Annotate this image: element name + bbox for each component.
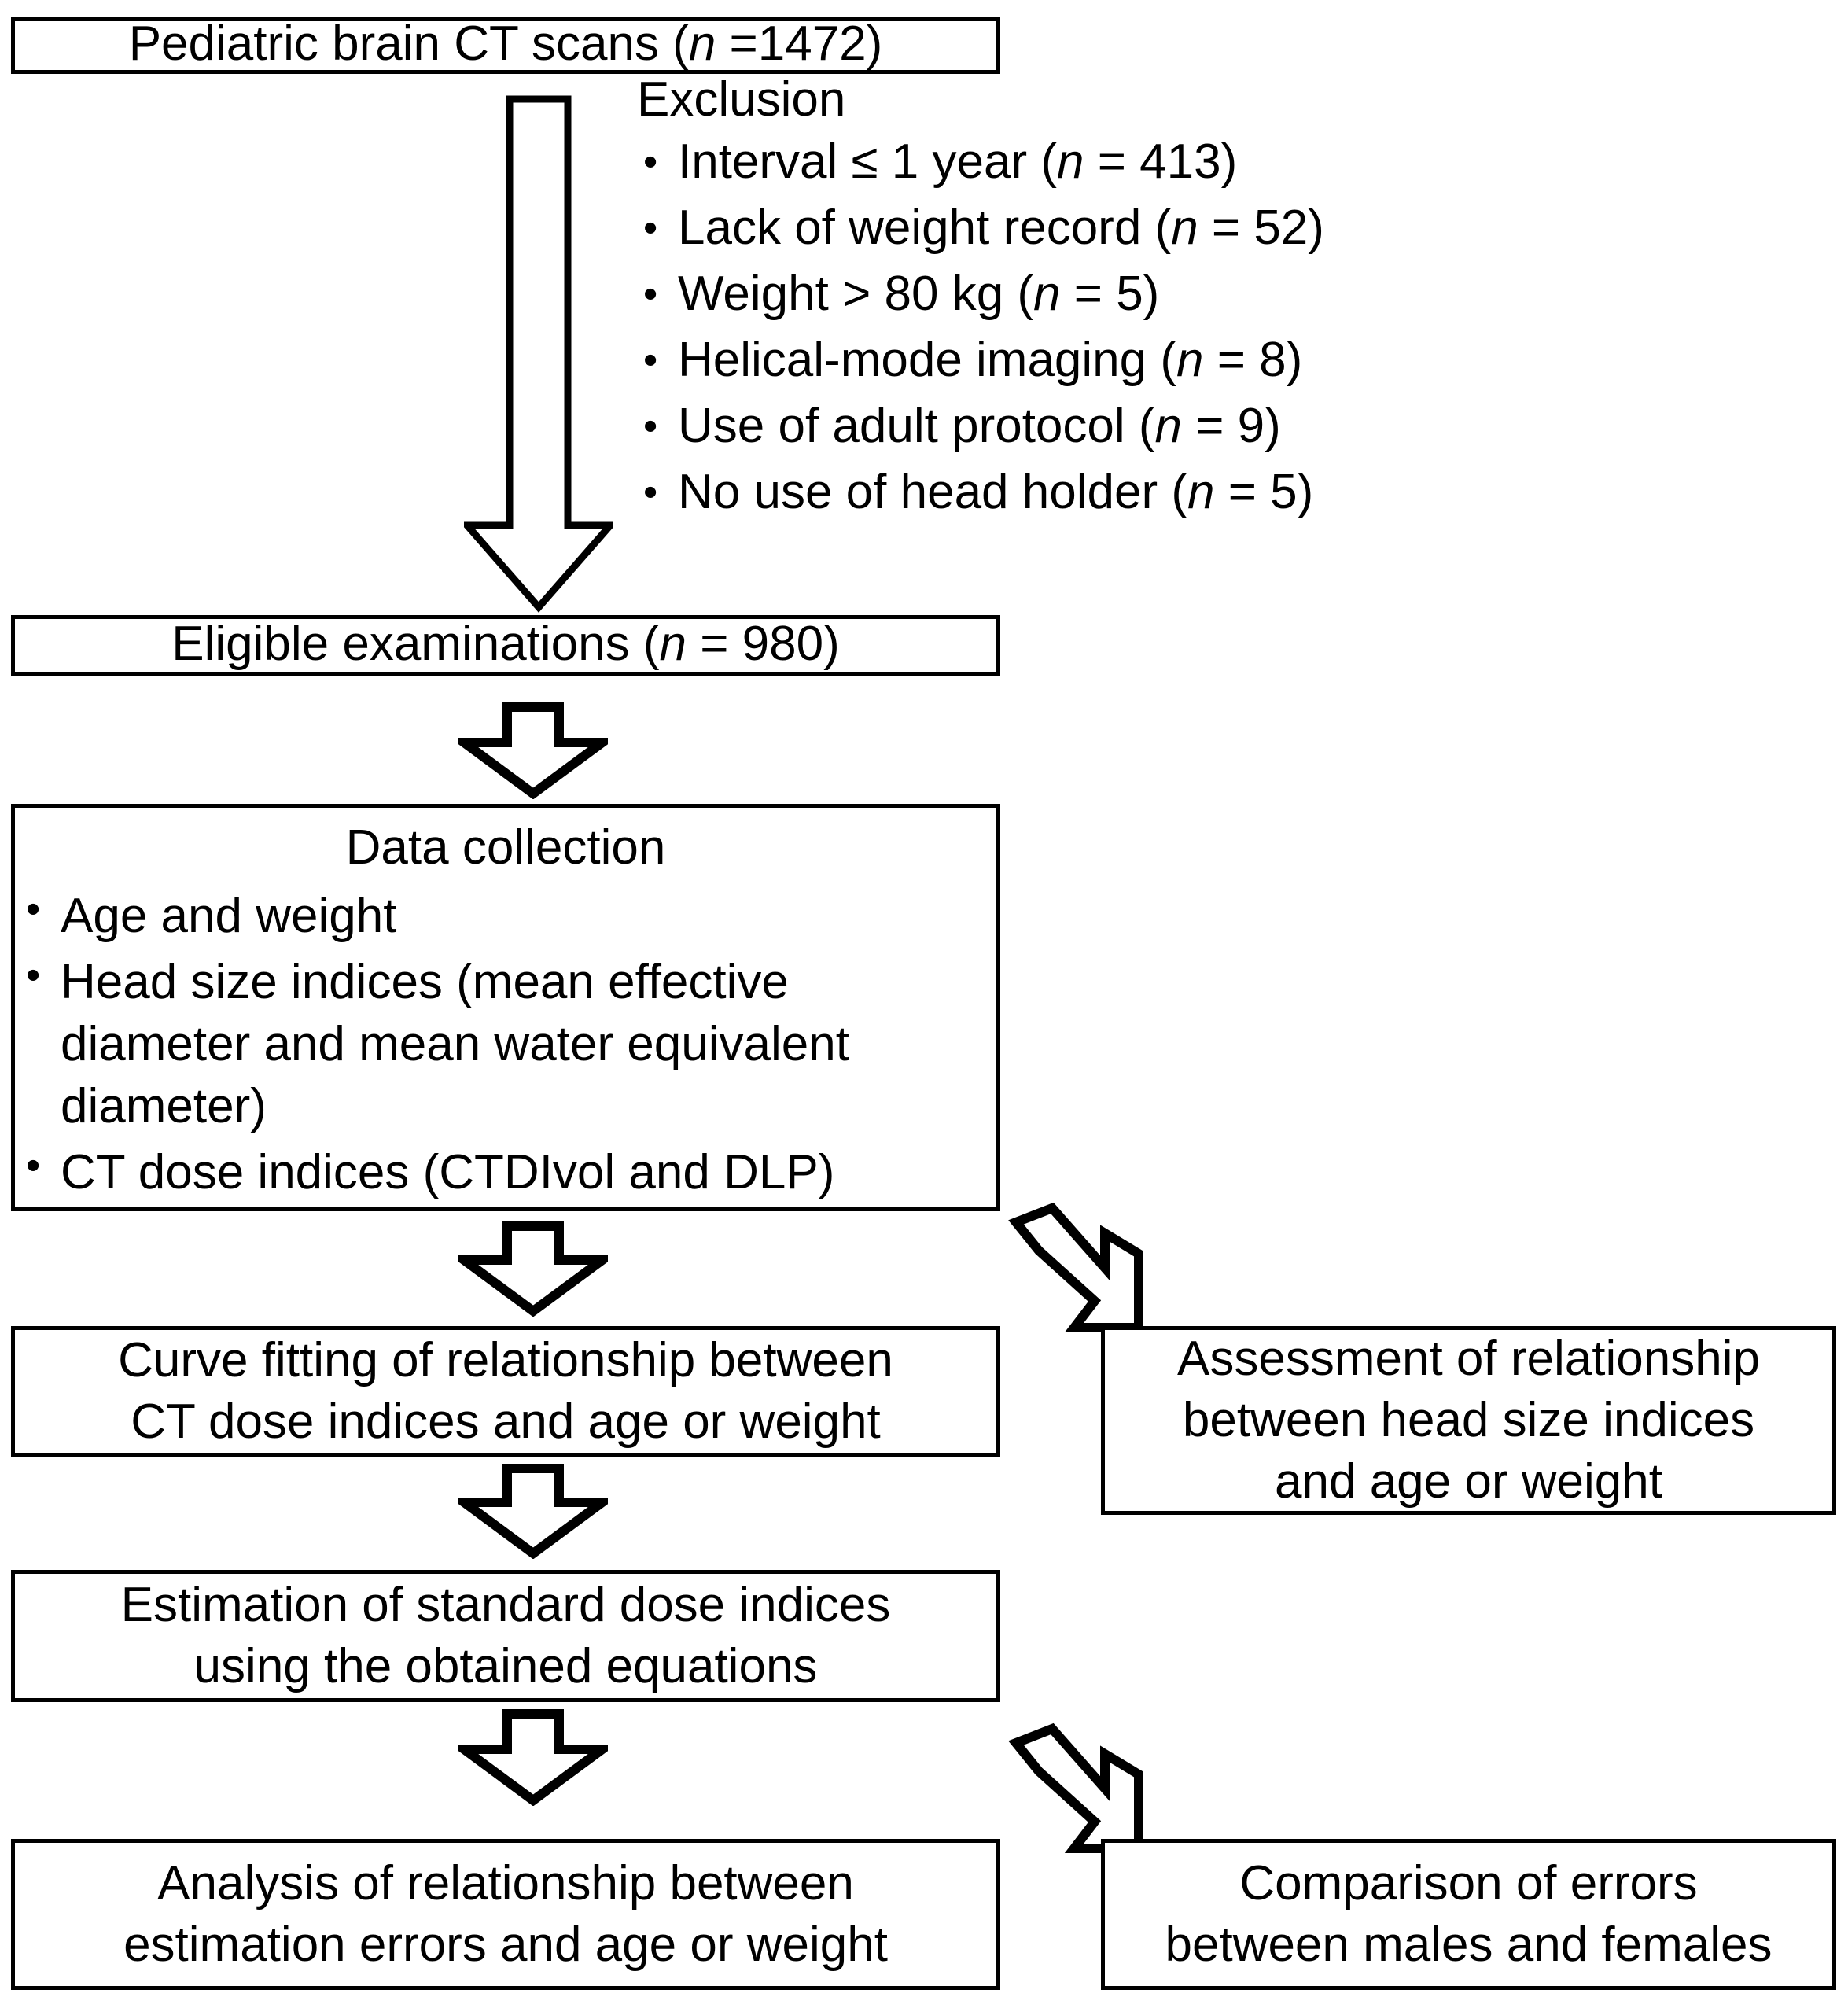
edge-curve-fitting-to-estimation bbox=[458, 1463, 608, 1559]
node-curve-fitting-line1: Curve fitting of relationship between bbox=[118, 1332, 893, 1387]
node-source[interactable]: Pediatric brain CT scans (n =1472) bbox=[11, 17, 1000, 74]
down-arrow-icon bbox=[458, 702, 608, 799]
node-comparison[interactable]: Comparison of errors between males and f… bbox=[1101, 1839, 1836, 1990]
node-source-label: Pediatric brain CT scans (n =1472) bbox=[15, 14, 996, 74]
node-error-analysis-line1: Analysis of relationship between bbox=[157, 1855, 854, 1910]
node-error-analysis[interactable]: Analysis of relationship between estimat… bbox=[11, 1839, 1000, 1990]
node-error-analysis-line2: estimation errors and age or weight bbox=[123, 1918, 888, 1972]
exclusion-item: No use of head holder (n = 5) bbox=[637, 459, 1738, 525]
down-arrow-icon bbox=[458, 1464, 608, 1559]
list-item: Head size indices (mean effective diamet… bbox=[15, 949, 996, 1138]
node-estimation[interactable]: Estimation of standard dose indices usin… bbox=[11, 1570, 1000, 1702]
edge-estimation-to-comparison bbox=[992, 1722, 1150, 1876]
down-arrow-icon bbox=[464, 95, 613, 613]
node-eligible-label-prefix: Eligible examinations ( bbox=[171, 617, 660, 672]
exclusion-list: Exclusion Interval ≤ 1 year (n = 413) La… bbox=[637, 72, 1738, 526]
exclusion-item: Interval ≤ 1 year (n = 413) bbox=[637, 129, 1738, 195]
list-item: CT dose indices (CTDIvol and DLP) bbox=[15, 1140, 996, 1203]
node-assessment-line1: Assessment of relationship bbox=[1177, 1331, 1760, 1386]
exclusion-item: Use of adult protocol (n = 9) bbox=[637, 393, 1738, 459]
node-eligible-label: Eligible examinations (n = 980) bbox=[15, 614, 996, 674]
node-assessment[interactable]: Assessment of relationship between head … bbox=[1101, 1326, 1836, 1515]
node-comparison-line2: between males and females bbox=[1165, 1918, 1773, 1972]
edge-eligible-to-data-collection bbox=[458, 702, 608, 799]
down-right-arrow-icon bbox=[1008, 1202, 1143, 1332]
node-source-label-var: n bbox=[688, 17, 716, 72]
node-source-label-prefix: Pediatric brain CT scans ( bbox=[128, 17, 689, 72]
node-curve-fitting-line2: CT dose indices and age or weight bbox=[131, 1395, 881, 1449]
exclusion-items: Interval ≤ 1 year (n = 413) Lack of weig… bbox=[637, 129, 1738, 525]
node-eligible[interactable]: Eligible examinations (n = 980) bbox=[11, 615, 1000, 676]
down-arrow-icon bbox=[458, 1709, 608, 1806]
exclusion-item: Helical-mode imaging (n = 8) bbox=[637, 327, 1738, 393]
exclusion-item: Weight > 80 kg (n = 5) bbox=[637, 261, 1738, 327]
data-collection-items: Age and weight Head size indices (mean e… bbox=[15, 883, 996, 1207]
node-eligible-label-var: n bbox=[659, 617, 687, 672]
node-estimation-line1: Estimation of standard dose indices bbox=[120, 1577, 891, 1632]
edge-estimation-to-error-analysis bbox=[458, 1708, 608, 1806]
node-estimation-line2: using the obtained equations bbox=[193, 1639, 818, 1693]
exclusion-heading: Exclusion bbox=[637, 72, 846, 127]
down-arrow-icon bbox=[458, 1221, 608, 1317]
down-right-arrow-icon bbox=[1008, 1722, 1143, 1853]
node-source-label-suffix: =1472) bbox=[716, 17, 883, 72]
node-data-collection[interactable]: Data collection Age and weight Head size… bbox=[11, 804, 1000, 1211]
edge-data-collection-to-assessment bbox=[992, 1202, 1150, 1355]
list-item: Age and weight bbox=[15, 883, 996, 947]
node-data-collection-heading: Data collection bbox=[345, 820, 666, 875]
exclusion-item: Lack of weight record (n = 52) bbox=[637, 195, 1738, 261]
edge-source-to-eligible bbox=[464, 94, 613, 613]
node-assessment-line2: between head size indices bbox=[1182, 1392, 1755, 1447]
edge-data-collection-to-curve-fitting bbox=[458, 1221, 608, 1317]
node-curve-fitting[interactable]: Curve fitting of relationship between CT… bbox=[11, 1326, 1000, 1457]
node-comparison-line1: Comparison of errors bbox=[1239, 1855, 1698, 1910]
node-eligible-label-suffix: = 980) bbox=[687, 617, 840, 672]
node-assessment-line3: and age or weight bbox=[1275, 1454, 1662, 1509]
